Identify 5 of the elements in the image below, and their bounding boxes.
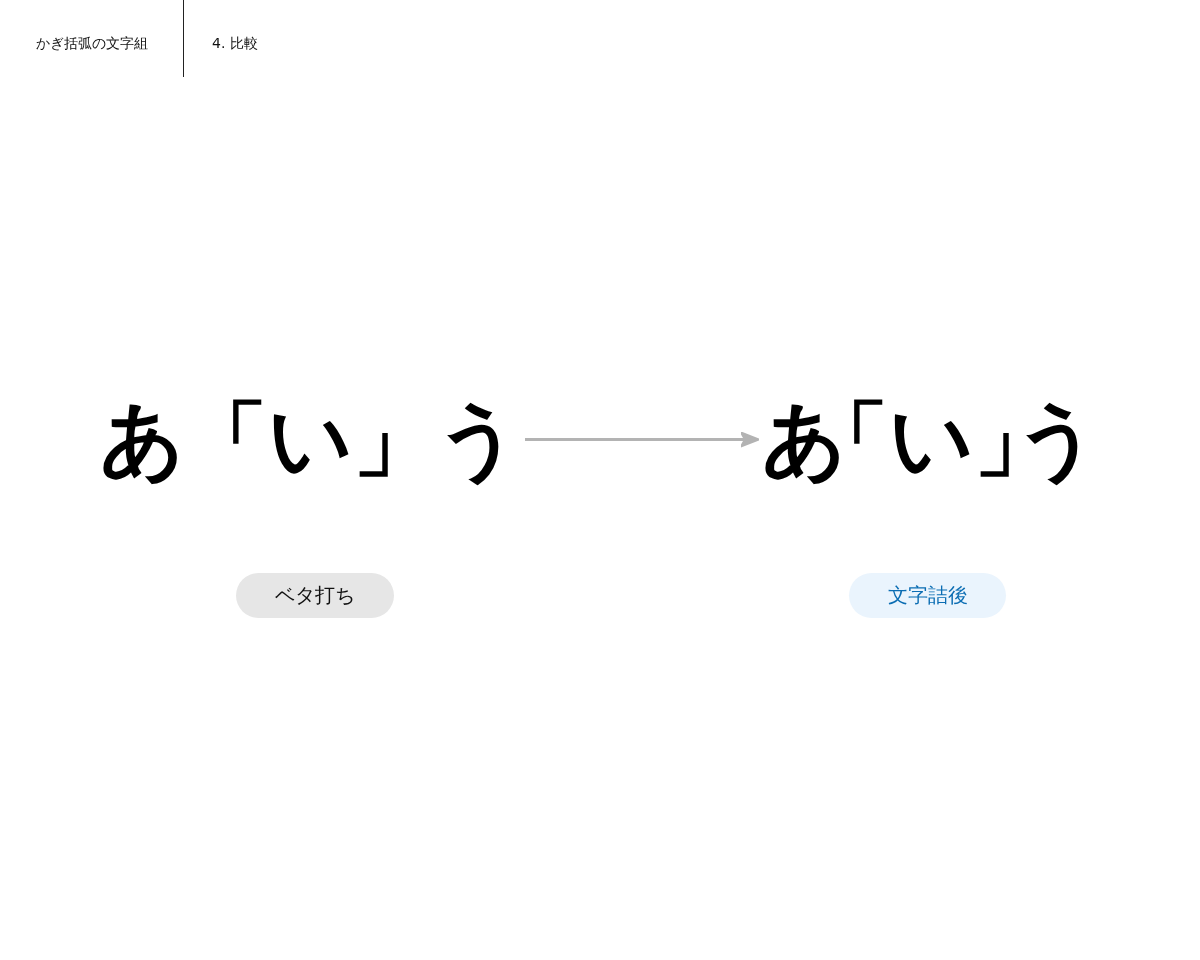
arrow xyxy=(525,431,760,448)
caption-tag: ベタ打ち xyxy=(236,573,394,618)
section-label: 4. 比較 xyxy=(212,34,258,52)
caption-tag: 文字詰後 xyxy=(849,573,1006,618)
header-title: かぎ括弧の文字組 xyxy=(36,34,148,52)
